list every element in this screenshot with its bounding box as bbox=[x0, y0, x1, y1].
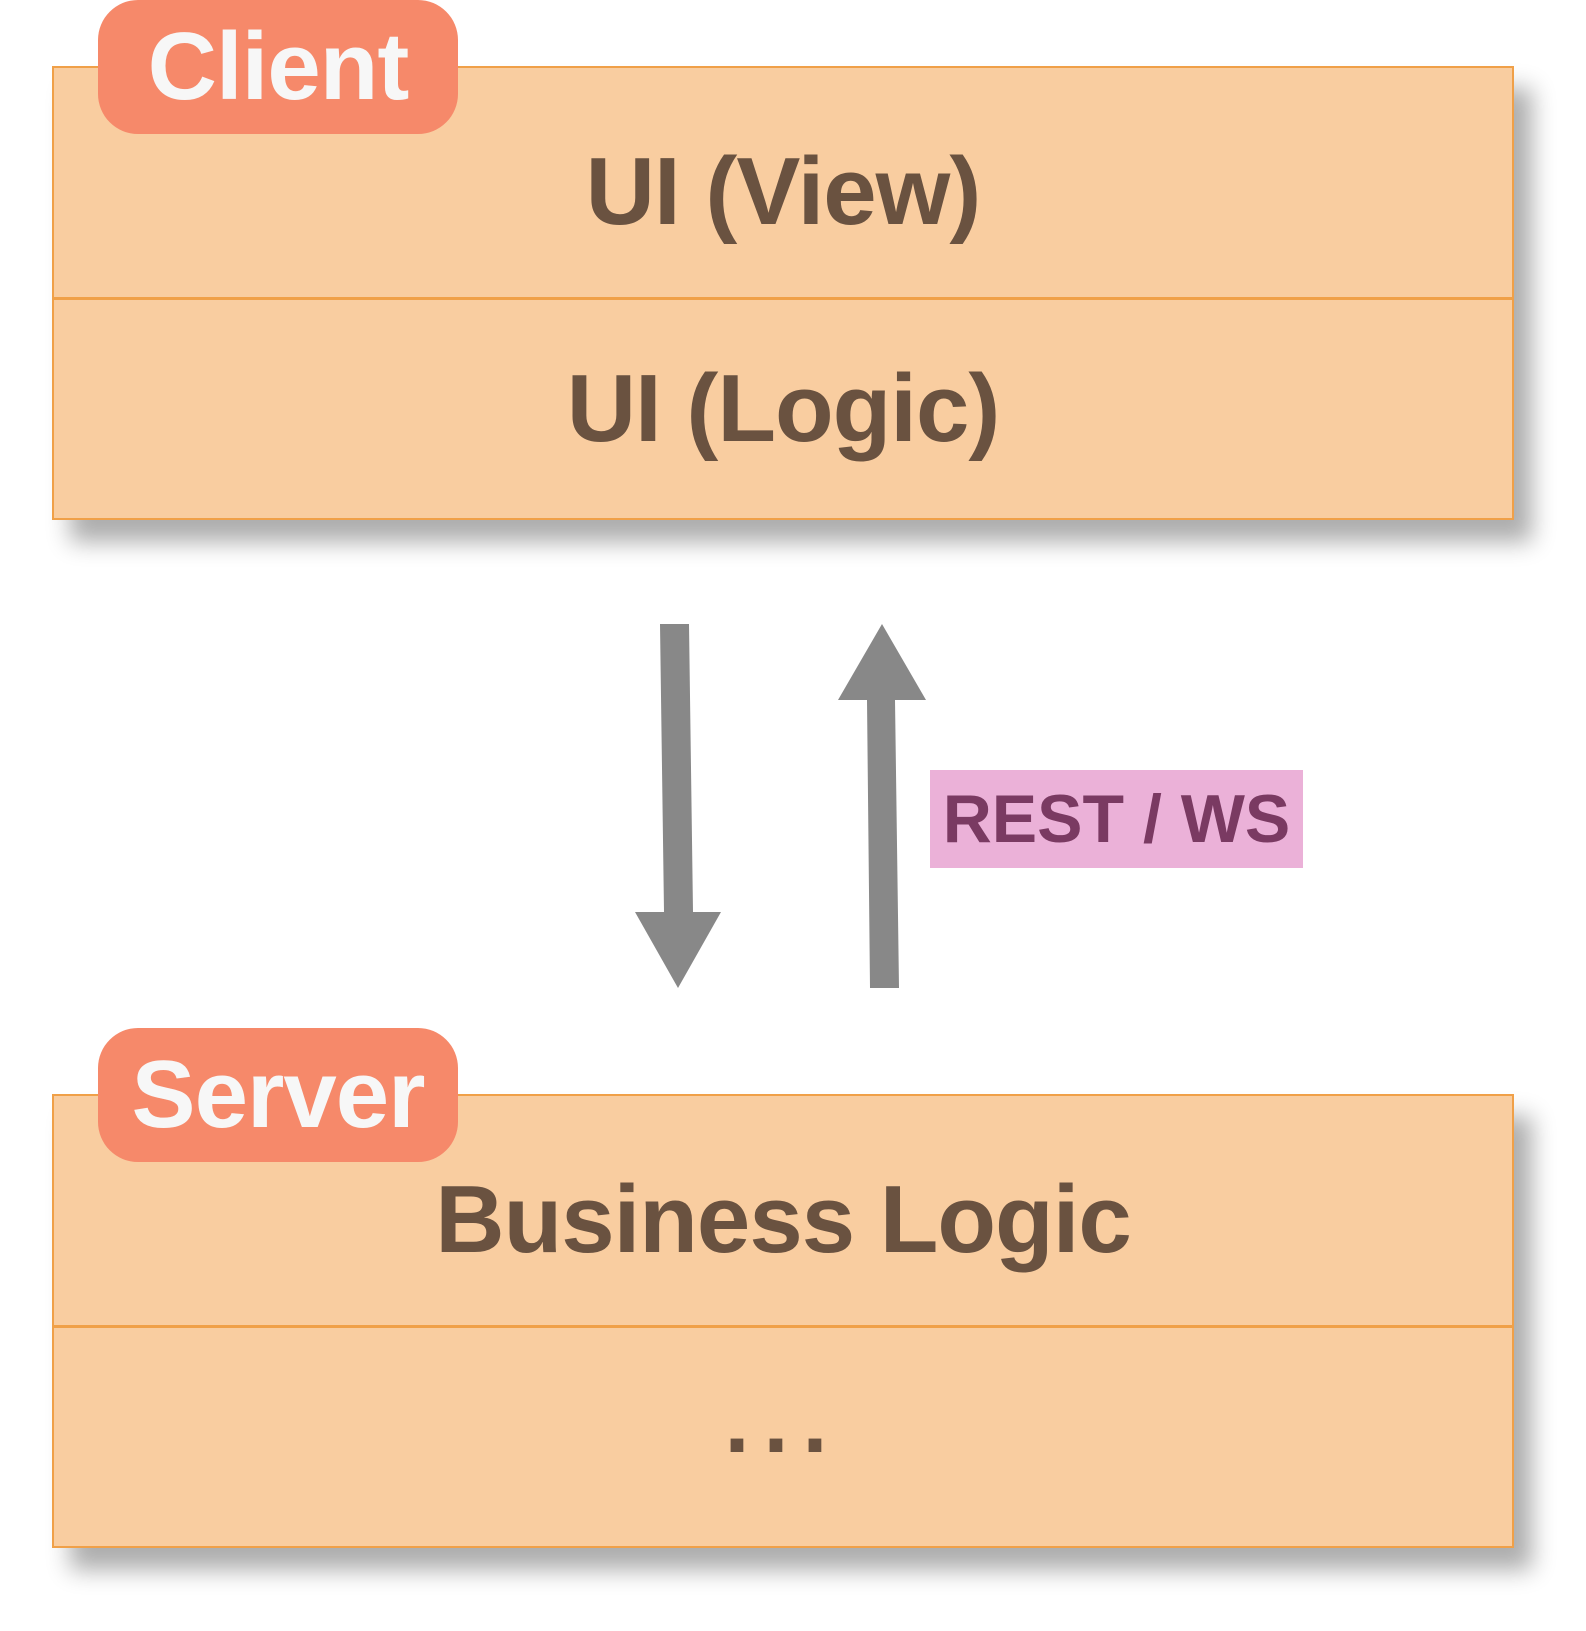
down-arrow bbox=[635, 624, 721, 988]
server-layer-business-logic: Business Logic bbox=[54, 1096, 1512, 1328]
client-stack: UI (View) UI (Logic) bbox=[52, 66, 1514, 520]
client-layer-ui-view-label: UI (View) bbox=[585, 137, 982, 245]
server-stack: Business Logic ... bbox=[52, 1094, 1514, 1548]
server-layer-more-label: ... bbox=[724, 1371, 842, 1472]
client-layer-ui-view: UI (View) bbox=[54, 68, 1512, 300]
protocol-label: REST / WS bbox=[930, 770, 1303, 868]
client-layer-ui-logic-label: UI (Logic) bbox=[566, 355, 1001, 462]
up-arrow bbox=[838, 624, 926, 988]
client-layer-ui-logic: UI (Logic) bbox=[54, 300, 1512, 518]
server-layer-more: ... bbox=[54, 1328, 1512, 1546]
server-badge: Server bbox=[98, 1028, 458, 1162]
client-badge: Client bbox=[98, 0, 458, 134]
server-layer-business-logic-label: Business Logic bbox=[435, 1165, 1131, 1273]
